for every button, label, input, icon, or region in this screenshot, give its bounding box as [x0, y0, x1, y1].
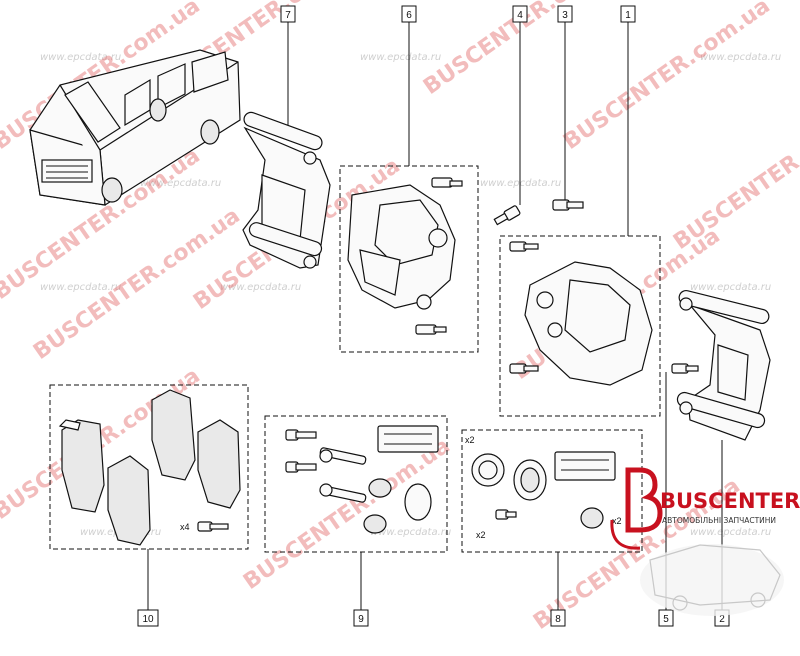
watermark-grey: www.epcdata.ru	[370, 527, 451, 538]
part-9-guide-pin-kit	[285, 425, 439, 534]
part-6-brake-caliper	[347, 177, 463, 335]
callout-label: 9	[358, 614, 364, 625]
callout-label: 5	[663, 614, 669, 625]
callout-1: 1	[620, 5, 636, 23]
part-7-caliper-carrier	[242, 111, 331, 269]
watermark-red: BUSCENTER.com.ua	[559, 0, 775, 155]
callout-label: 10	[142, 614, 154, 625]
quantity-label: x2	[476, 530, 486, 540]
quantity-label: x4	[180, 522, 190, 532]
callout-9: 9	[353, 609, 369, 627]
callout-8: 8	[550, 609, 566, 627]
watermark-grey: www.epcdata.ru	[360, 52, 441, 63]
watermark-grey: www.epcdata.ru	[700, 52, 781, 63]
part-10-brake-pads: x4	[58, 389, 241, 546]
callout-10: 10	[137, 609, 159, 627]
watermark-grey: www.epcdata.ru	[480, 178, 561, 189]
part-1-group-box	[499, 235, 661, 417]
callout-label: 3	[562, 10, 568, 21]
logo-brand: BUSCENTER	[660, 489, 800, 513]
quantity-label: x2	[465, 435, 475, 445]
part-3-bolt	[552, 199, 584, 211]
callout-label: 1	[625, 10, 631, 21]
watermark-grey: www.epcdata.ru	[140, 178, 221, 189]
part-5-bolt	[671, 363, 699, 374]
watermark-grey: www.epcdata.ru	[220, 282, 301, 293]
callout-6: 6	[401, 5, 417, 23]
part-1-brake-caliper	[509, 241, 653, 386]
callout-label: 8	[555, 614, 561, 625]
callout-label: 4	[517, 10, 523, 21]
quantity-label: x2	[612, 516, 622, 526]
watermark-grey: www.epcdata.ru	[690, 282, 771, 293]
watermark-grey: www.epcdata.ru	[690, 527, 771, 538]
part-10-group-box	[49, 384, 249, 550]
callout-4: 4	[512, 5, 528, 23]
buscenter-logo: BUSCENTER АВТОМОБІЛЬНІ ЗАПЧАСТИНИ	[610, 467, 800, 616]
part-8-caliper-repair-kit: x2 x2 x2	[465, 435, 622, 540]
callout-label: 7	[285, 10, 291, 21]
part-8-group-box	[461, 429, 643, 553]
callout-3: 3	[557, 5, 573, 23]
callout-5: 5	[658, 609, 674, 627]
callout-7: 7	[280, 5, 296, 23]
part-2-caliper-carrier	[676, 289, 771, 441]
watermark-grey: www.epcdata.ru	[40, 282, 121, 293]
part-9-group-box	[264, 415, 448, 553]
van-illustration	[29, 49, 241, 206]
logo-emblem-icon	[610, 467, 663, 550]
callout-label: 6	[406, 10, 412, 21]
callout-label: 2	[719, 614, 725, 625]
logo-tagline: АВТОМОБІЛЬНІ ЗАПЧАСТИНИ	[662, 516, 776, 525]
part-4-bleed-screw	[493, 205, 521, 226]
watermark-red: BUSCENTER.com.ua	[669, 93, 800, 254]
watermark-grey: www.epcdata.ru	[40, 52, 121, 63]
